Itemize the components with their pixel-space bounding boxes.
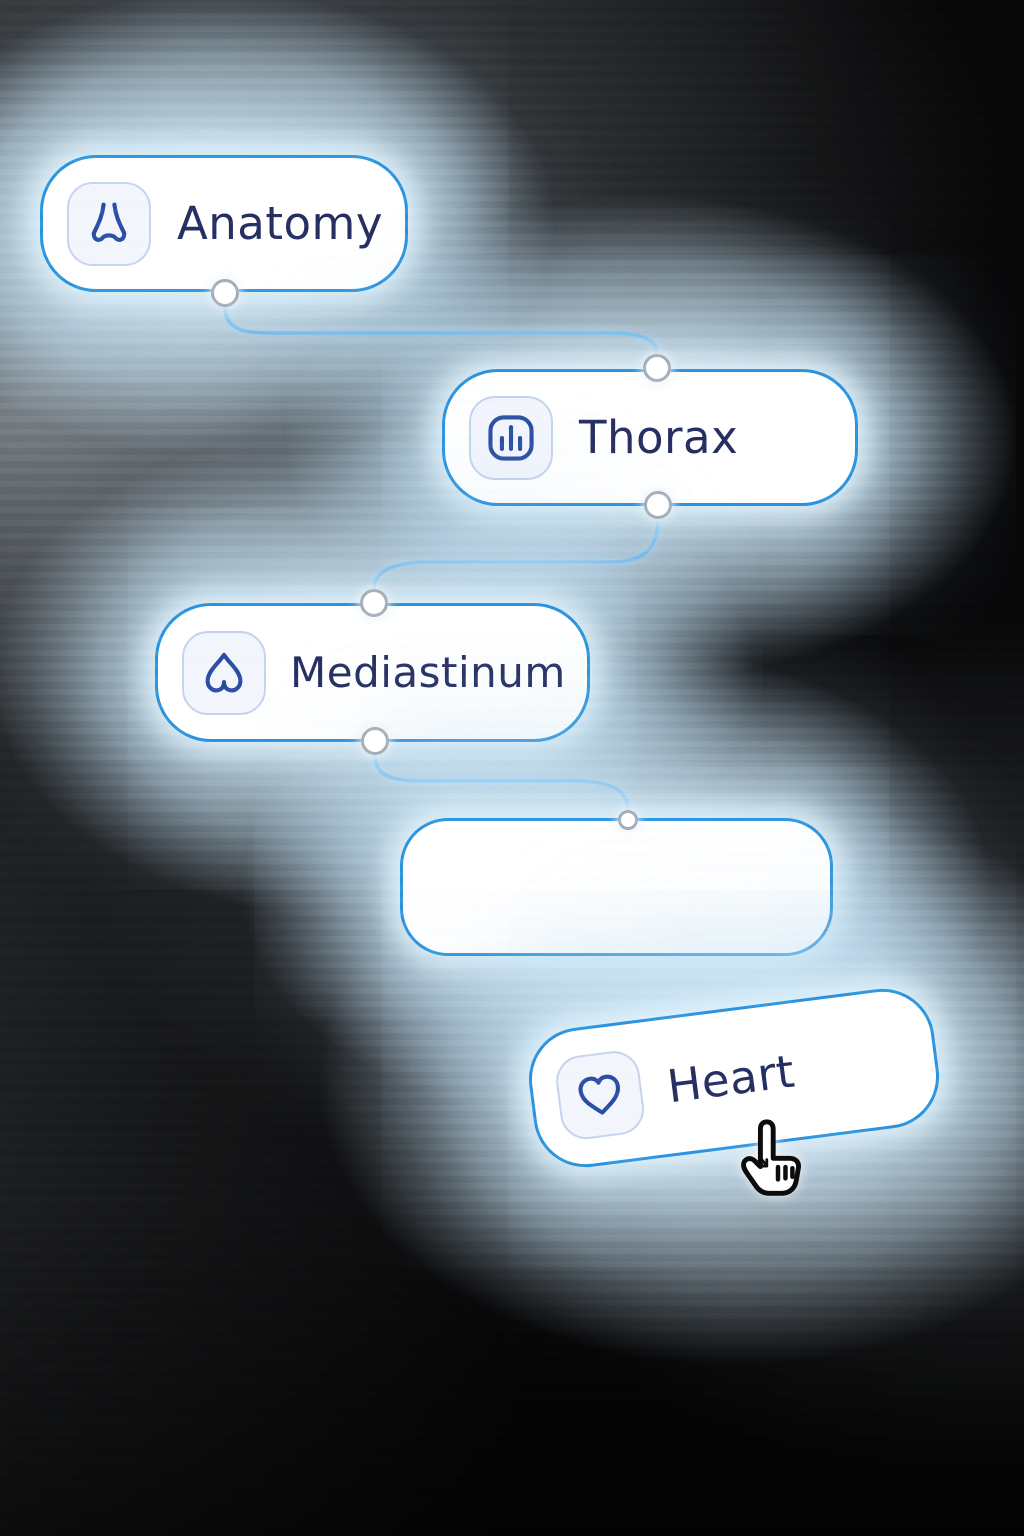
- connector-handle-thorax-top[interactable]: [643, 354, 671, 382]
- ribcage-icon: [469, 395, 553, 480]
- connector-handle-mediastinum-bottom[interactable]: [361, 727, 389, 755]
- node-label-thorax: Thorax: [579, 411, 739, 464]
- heart-icon: [553, 1048, 648, 1143]
- edge-anatomy-thorax: [223, 305, 659, 356]
- node-empty[interactable]: [400, 818, 833, 956]
- connector-handle-mediastinum-top[interactable]: [360, 589, 388, 617]
- node-thorax[interactable]: Thorax: [442, 369, 858, 506]
- connector-handle-empty-top[interactable]: [618, 810, 638, 830]
- node-label-anatomy: Anatomy: [177, 197, 384, 250]
- connector-handle-thorax-bottom[interactable]: [644, 491, 672, 519]
- hand-cursor-icon: [741, 1119, 801, 1196]
- nose-icon: [67, 181, 151, 266]
- node-mediastinum[interactable]: Mediastinum: [155, 603, 590, 742]
- node-label-mediastinum: Mediastinum: [290, 648, 566, 697]
- edge-thorax-mediastinum: [372, 517, 660, 591]
- inverted-heart-icon: [182, 630, 266, 715]
- node-anatomy[interactable]: Anatomy: [40, 155, 408, 292]
- edge-mediastinum-empty: [373, 753, 630, 812]
- connector-handle-anatomy-bottom[interactable]: [211, 279, 239, 307]
- node-label-heart: Heart: [664, 1043, 798, 1113]
